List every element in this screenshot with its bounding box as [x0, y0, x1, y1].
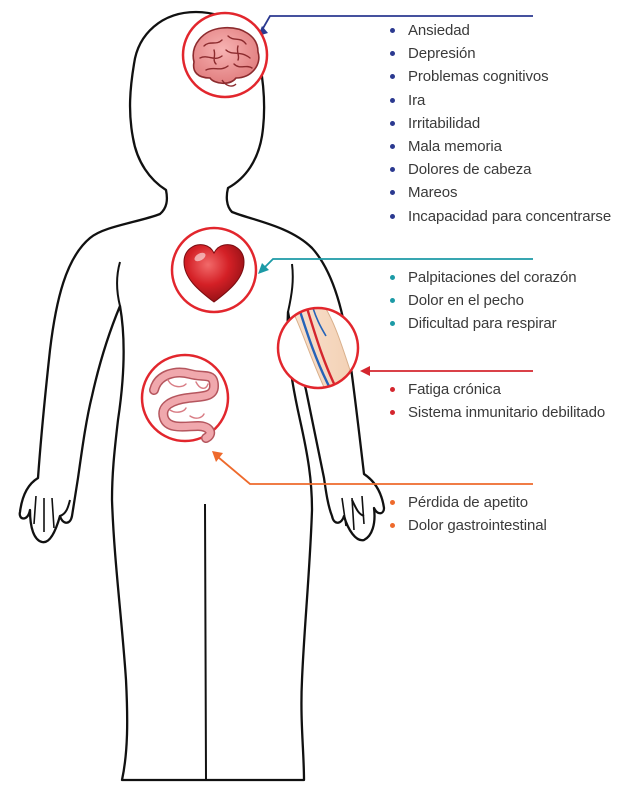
list-item: Dolor gastrointestinal: [388, 514, 547, 537]
vessels-connector-arrow: [360, 366, 370, 376]
vessels-symptom-list: Fatiga crónica Sistema inmunitario debil…: [388, 378, 605, 424]
list-item: Ira: [388, 89, 611, 112]
list-item: Depresión: [388, 42, 611, 65]
list-item: Incapacidad para concentrarse: [388, 205, 611, 228]
list-item: Mala memoria: [388, 135, 611, 158]
list-item: Fatiga crónica: [388, 378, 605, 401]
intestine-icon: [142, 355, 228, 441]
list-item: Problemas cognitivos: [388, 65, 611, 88]
list-item: Sistema inmunitario debilitado: [388, 401, 605, 424]
list-item: Pérdida de apetito: [388, 491, 547, 514]
brain-icon: [183, 13, 267, 97]
list-item: Palpitaciones del corazón: [388, 266, 576, 289]
heart-symptom-list: Palpitaciones del corazón Dolor en el pe…: [388, 266, 576, 336]
list-item: Ansiedad: [388, 19, 611, 42]
brain-symptom-list: Ansiedad Depresión Problemas cognitivos …: [388, 19, 611, 228]
list-item: Mareos: [388, 181, 611, 204]
heart-icon: [172, 228, 256, 312]
list-item: Dolores de cabeza: [388, 158, 611, 181]
list-item: Dolor en el pecho: [388, 289, 576, 312]
gut-symptom-list: Pérdida de apetito Dolor gastrointestina…: [388, 491, 547, 537]
list-item: Irritabilidad: [388, 112, 611, 135]
list-item: Dificultad para respirar: [388, 312, 576, 335]
